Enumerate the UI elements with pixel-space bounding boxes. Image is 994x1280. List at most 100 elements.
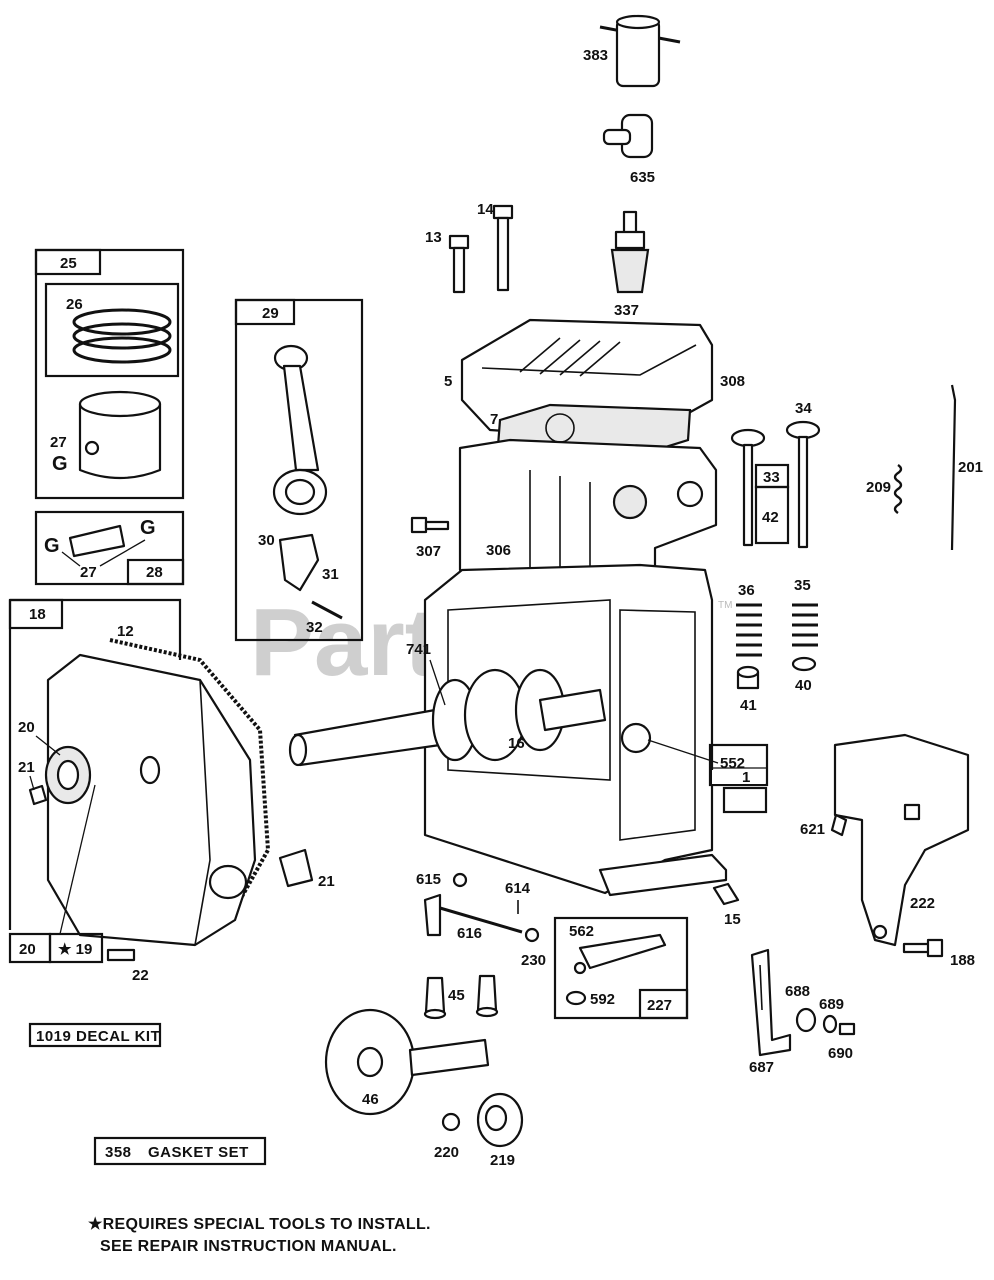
callout-201: 201 [958,459,983,476]
callout-21b: 21 [318,873,335,890]
part-687-bracket[interactable] [750,948,792,1057]
callout-29: 29 [262,305,279,322]
callout-337: 337 [614,302,639,319]
part-40-retainer[interactable] [791,656,817,672]
callout-40: 40 [795,677,812,694]
part-26-piston-rings[interactable] [72,308,172,364]
part-36-valve-spring[interactable] [736,603,762,657]
part-13-bolt[interactable] [448,234,470,294]
part-689-washer[interactable] [822,1014,838,1034]
callout-19: ★ 19 [58,941,92,958]
part-valve-intake[interactable] [730,428,766,547]
watermark-tm: TM [718,600,732,611]
part-27-piston[interactable] [78,390,162,480]
callout-41: 41 [740,697,757,714]
part-46-camshaft[interactable] [324,1008,490,1116]
callout-222: 222 [910,895,935,912]
kit-box-29 [234,298,364,642]
part-307-screw[interactable] [410,516,450,534]
callout-621: 621 [800,821,825,838]
callout-20a: 20 [18,719,35,736]
part-32-screw[interactable] [311,600,343,620]
part-34-valve-exhaust[interactable] [785,420,821,549]
part-230-washer[interactable] [524,927,540,943]
part-616-governor-shaft[interactable] [423,893,523,937]
callout-592: 592 [590,991,615,1008]
callout-741: 741 [406,641,431,658]
part-209-governor-spring[interactable] [893,464,903,514]
part-20-seal[interactable] [44,745,92,805]
callout-21a: 21 [18,759,35,776]
callout-22: 22 [132,967,149,984]
callout-27a: 27 [50,434,67,451]
callout-25: 25 [60,255,77,272]
part-337-spark-plug[interactable] [610,210,650,294]
part-635-spark-plug-boot[interactable] [602,113,654,159]
callout-42: 42 [762,509,779,526]
callout-307: 307 [416,543,441,560]
kit-box-33 [754,463,790,545]
callout-12: 12 [117,623,134,640]
part-562-governor-lever[interactable] [573,933,667,975]
callout-27b-clip-r: G [140,517,156,539]
callout-35: 35 [794,577,811,594]
part-14-bolt[interactable] [492,204,514,292]
part-219-gear[interactable] [476,1092,524,1148]
callout-690: 690 [828,1045,853,1062]
callout-188: 188 [950,952,975,969]
part-621-clip[interactable] [830,813,848,837]
callout-30: 30 [258,532,275,549]
part-306-cylinder-block[interactable] [458,438,718,607]
callout-46: 46 [362,1091,379,1108]
callout-209: 209 [866,479,891,496]
part-35-valve-spring[interactable] [792,603,818,647]
part-201-governor-link[interactable] [950,384,957,551]
part-41-retainer[interactable] [736,665,760,690]
callout-383: 383 [583,47,608,64]
part-188-screw[interactable] [902,938,944,958]
part-21-plug[interactable] [28,784,48,806]
callout-16: 16 [508,735,525,752]
part-592-nut[interactable] [565,990,587,1006]
callout-635: 635 [630,169,655,186]
callout-227: 227 [647,997,672,1014]
callout-5: 5 [444,373,452,390]
part-connecting-rod[interactable] [272,344,328,516]
kit-box-18 [8,598,182,930]
part-45-tappets[interactable] [423,974,499,1020]
part-688-bushing[interactable] [795,1007,817,1033]
part-28-piston-pin[interactable] [68,524,126,558]
box-1-frame [722,786,768,814]
part-31-dipper[interactable] [278,533,320,592]
part-220-washer[interactable] [441,1112,461,1132]
callout-1: 1 [742,769,750,786]
callout-31: 31 [322,566,339,583]
part-21-oil-fill-plug[interactable] [278,848,314,888]
gasket-set-name: GASKET SET [148,1144,249,1161]
part-22-screw[interactable] [106,948,136,962]
callout-230: 230 [521,952,546,969]
callout-614: 614 [505,880,531,897]
callout-14: 14 [477,201,494,218]
kit-box-20-19 [8,932,104,964]
callout-687: 687 [749,1059,774,1076]
callout-306: 306 [486,542,511,559]
callout-219: 219 [490,1152,515,1169]
callout-7: 7 [490,411,498,428]
part-1-crankcase[interactable] [423,563,728,897]
part-690-screw[interactable] [838,1022,856,1036]
part-383-plug-wrench[interactable] [599,14,681,88]
decal-kit-box [28,1022,162,1048]
part-12-gasket[interactable] [109,638,271,901]
part-sump-cover[interactable] [46,653,257,947]
kit-box-1 [708,743,769,787]
part-615-ring[interactable] [452,872,468,888]
callout-13: 13 [425,229,442,246]
callout-308: 308 [720,373,745,390]
part-16-crankshaft[interactable] [288,668,607,767]
gasket-set-number: 358 [105,1144,132,1161]
part-15-plug[interactable] [712,882,740,906]
part-222-control-bracket[interactable] [833,733,970,947]
callout-220: 220 [434,1144,459,1161]
